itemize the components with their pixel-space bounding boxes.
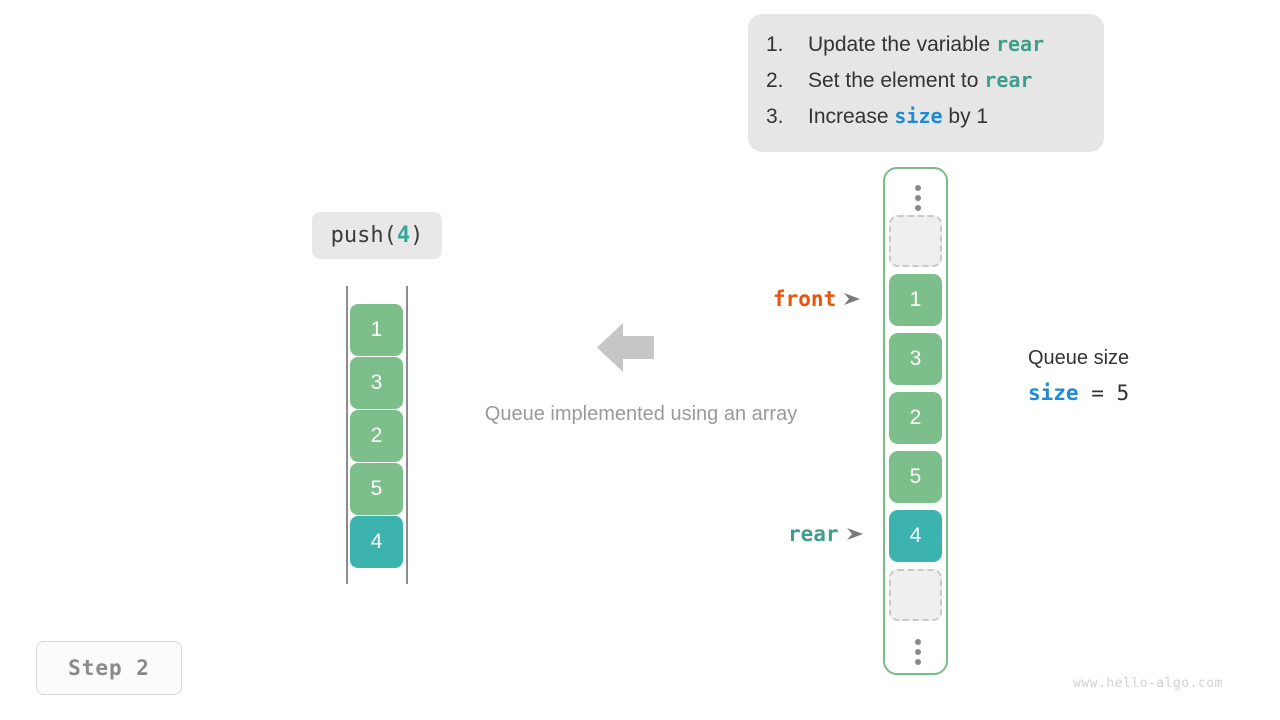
queue-cell: 1	[350, 304, 403, 356]
watermark: www.hello-algo.com	[1073, 676, 1223, 691]
queue-size-block: Queue size size = 5	[1028, 343, 1228, 405]
flow-arrow-left-icon	[597, 322, 654, 373]
queue-rail-left	[346, 286, 348, 584]
ellipsis-top-icon	[885, 185, 950, 211]
diagram-caption: Queue implemented using an array	[484, 403, 798, 425]
instruction-item: 1. Update the variable rear	[766, 32, 1088, 68]
dot	[914, 659, 921, 665]
instruction-item: 2. Set the element to rear	[766, 68, 1088, 104]
instruction-item: 3. Increase size by 1	[766, 104, 1088, 140]
pointer-arrow-right-icon	[846, 522, 865, 546]
operation-label: push(4)	[312, 212, 442, 259]
queue-size-expression: size = 5	[1028, 381, 1228, 405]
rear-pointer-label: rear	[788, 522, 839, 546]
logical-queue: 1 3 2 5 4	[340, 286, 412, 584]
dot	[914, 639, 921, 645]
queue-cell: 3	[350, 357, 403, 409]
array-slot-empty	[889, 215, 942, 267]
instruction-code-token: size	[894, 104, 943, 128]
operation-argument: 4	[396, 223, 411, 248]
dot	[914, 185, 921, 191]
operation-paren-close: )	[410, 223, 424, 248]
dot	[914, 649, 921, 655]
array-slot-new: 4	[889, 510, 942, 562]
ellipsis-bottom-icon	[885, 639, 950, 665]
dot	[914, 205, 921, 211]
array-slot: 3	[889, 333, 942, 385]
array-slot: 1	[889, 274, 942, 326]
array-slot: 5	[889, 451, 942, 503]
array-slot: 2	[889, 392, 942, 444]
queue-rail-right	[406, 286, 408, 584]
size-variable: size	[1028, 381, 1079, 405]
instruction-text: Set the element to	[808, 69, 985, 92]
instruction-text-tail: by 1	[942, 105, 989, 128]
array-slot-empty	[889, 569, 942, 621]
instruction-number: 1.	[766, 33, 784, 56]
queue-cell: 2	[350, 410, 403, 462]
array-container: 1 3 2 5 4	[883, 167, 948, 675]
front-pointer: front	[773, 287, 862, 311]
pointer-arrow-right-icon	[844, 287, 862, 311]
queue-size-title: Queue size	[1028, 347, 1130, 369]
dot	[914, 195, 921, 201]
instruction-number: 3.	[766, 105, 784, 128]
operation-paren-open: (	[383, 223, 397, 248]
queue-cell: 5	[350, 463, 403, 515]
instruction-code-token: rear	[995, 32, 1045, 56]
instruction-code-token: rear	[984, 68, 1033, 92]
front-pointer-label: front	[773, 287, 837, 311]
instruction-number: 2.	[766, 69, 784, 92]
rear-pointer: rear	[788, 522, 865, 546]
operation-name: push	[330, 223, 384, 248]
queue-cell-new: 4	[350, 516, 403, 568]
instruction-text: Increase	[808, 105, 895, 128]
step-badge: Step 2	[36, 641, 182, 695]
size-equals: =	[1078, 381, 1117, 405]
logical-queue-cells: 1 3 2 5 4	[350, 304, 403, 568]
instruction-callout: 1. Update the variable rear 2. Set the e…	[748, 14, 1104, 152]
instruction-text: Update the variable	[808, 33, 996, 56]
array-slots: 1 3 2 5 4	[889, 215, 942, 621]
size-value: 5	[1116, 381, 1130, 405]
